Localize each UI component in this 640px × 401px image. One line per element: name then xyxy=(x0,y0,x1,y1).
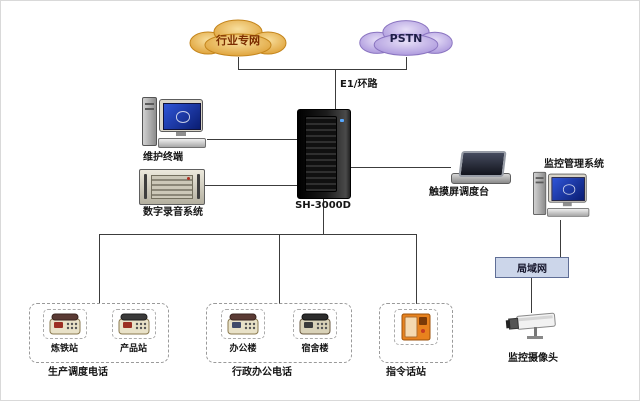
connector-bus xyxy=(99,234,417,235)
industry-cloud-label: 行业专网 xyxy=(216,34,260,47)
connector-server-down xyxy=(323,197,324,235)
connector-monitor-lan xyxy=(560,220,561,257)
connector-e1-trunk xyxy=(335,69,336,109)
desk-phone-icon xyxy=(221,309,265,339)
pc-monitor xyxy=(547,173,587,203)
pc-keyboard xyxy=(547,207,590,217)
group-title-production: 生产调度电话 xyxy=(48,367,108,378)
desk-phone-icon xyxy=(293,309,337,339)
connector-drop-command xyxy=(416,234,417,304)
network-cloud-icon xyxy=(359,20,453,56)
server-front-panel xyxy=(305,116,337,192)
station-label: 产品站 xyxy=(119,344,147,354)
pstn-cloud-label: PSTN xyxy=(389,32,423,45)
pc-keyboard xyxy=(158,138,206,148)
network-cloud-icon xyxy=(189,19,287,57)
e1-trunk-label: E1/环路 xyxy=(340,79,378,90)
desk-phone-icon xyxy=(111,309,156,339)
connector-lan-camera xyxy=(531,276,532,313)
server-label: SH-3000D xyxy=(295,200,351,211)
connector-drop-production xyxy=(99,234,100,304)
console-screen xyxy=(458,151,507,177)
station-label: 炼铁站 xyxy=(50,344,78,354)
server-cabinet-icon xyxy=(297,109,351,199)
pc-tower xyxy=(533,171,547,215)
camera-label: 监控摄像头 xyxy=(508,353,558,364)
cctv-camera-icon xyxy=(503,309,563,347)
recorder-handle xyxy=(197,174,200,199)
group-box-admin: 办公楼 宿舍楼 xyxy=(206,303,352,363)
pc-monitor xyxy=(159,99,203,132)
connector-pstn-drop xyxy=(406,57,407,70)
desk-phone-icon xyxy=(42,309,87,339)
pstn-node: PSTN xyxy=(353,17,459,59)
station-cell: 炼铁站 xyxy=(42,309,87,354)
station-label: 宿舍楼 xyxy=(301,344,329,354)
group-box-production: 炼铁站 产品站 xyxy=(29,303,169,363)
pc-screen-logo xyxy=(175,111,191,123)
recorder-panel xyxy=(151,175,193,199)
desktop-computer-icon xyxy=(533,171,590,219)
group-title-command: 指令话站 xyxy=(386,367,426,378)
monitor-system-label: 监控管理系统 xyxy=(544,159,604,170)
group-title-admin: 行政办公电话 xyxy=(232,367,292,378)
touch-console-label: 触摸屏调度台 xyxy=(429,187,489,198)
station-label: 办公楼 xyxy=(229,344,257,354)
command-station-icon xyxy=(394,309,438,345)
pc-screen-logo xyxy=(562,184,576,195)
pc-tower xyxy=(142,97,157,146)
maintenance-terminal-label: 维护终端 xyxy=(143,152,183,163)
station-cell: 产品站 xyxy=(111,309,156,354)
touchscreen-console-icon xyxy=(451,151,511,184)
pc-screen xyxy=(163,103,201,130)
connector-recorder xyxy=(203,185,297,186)
desktop-computer-icon xyxy=(142,96,206,150)
lan-box: 局域网 xyxy=(495,257,569,278)
connector-maintenance xyxy=(207,139,297,140)
connector-console xyxy=(349,167,451,168)
pc-monitor-stand xyxy=(562,202,572,207)
recorder-led xyxy=(187,177,190,180)
recorder-handle xyxy=(144,174,147,199)
pc-monitor-stand xyxy=(176,132,186,136)
group-box-command xyxy=(379,303,453,363)
station-cell: 宿舍楼 xyxy=(293,309,337,354)
recorder-label: 数字录音系统 xyxy=(143,207,203,218)
station-cell xyxy=(394,309,438,345)
station-cell: 办公楼 xyxy=(221,309,265,354)
industry-network-node: 行业专网 xyxy=(183,17,293,59)
connector-cloud-cross xyxy=(238,69,407,70)
rack-recorder-icon xyxy=(139,169,205,205)
pc-screen xyxy=(551,177,585,201)
server-led xyxy=(340,119,344,122)
connector-industry-drop xyxy=(238,57,239,70)
connector-drop-admin xyxy=(279,234,280,304)
